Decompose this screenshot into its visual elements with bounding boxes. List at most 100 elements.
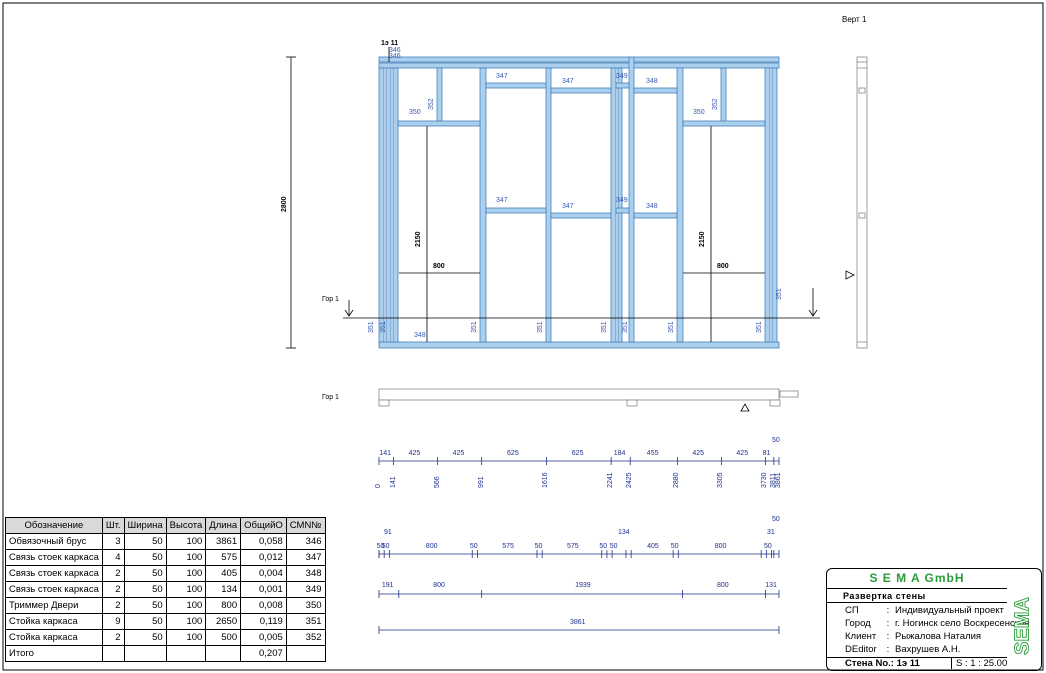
table-cell: 352 [285, 629, 326, 646]
dim-chains [379, 460, 779, 631]
table-cell: 500 [205, 629, 242, 646]
table-cell: 9 [101, 613, 125, 630]
stud-label: 351 [471, 321, 478, 333]
dim-label: 50 [772, 516, 780, 523]
header-label: 350 [693, 109, 705, 116]
dim-label: 425 [736, 450, 749, 457]
stud-label: 351 [601, 321, 608, 333]
table-cell: 350 [285, 597, 326, 614]
top-plate-label: 346 [389, 53, 401, 60]
dim-label: 3861 [569, 619, 586, 626]
col-header: Длина [205, 517, 242, 534]
table-cell: 50 [123, 629, 167, 646]
dim-label: 3861 [775, 472, 782, 488]
stud [771, 67, 778, 343]
wall-frame [378, 56, 780, 349]
table-cell: 405 [205, 565, 242, 582]
table-cell: 50 [123, 597, 167, 614]
block [633, 87, 678, 94]
stud [628, 56, 635, 343]
table-cell: 351 [285, 613, 326, 630]
dim-label: 800 [433, 582, 445, 589]
col-header: СМN№ [285, 517, 326, 534]
table-cell: 575 [205, 549, 242, 566]
table-cell: 349 [285, 581, 326, 598]
stud [392, 67, 399, 343]
dim-label: 134 [618, 529, 630, 536]
dim-label: 625 [571, 450, 584, 457]
table-cell [101, 645, 125, 662]
dim-label: 31 [767, 529, 775, 536]
dim-label: 50 [763, 543, 772, 550]
block-label: 349 [616, 197, 628, 204]
table-cell: 100 [165, 533, 207, 550]
dim-label: 991 [477, 476, 485, 488]
scale-label: S : 1 : 25.00 [951, 658, 1007, 669]
dim-label: 191 [381, 582, 394, 589]
table-cell: 0,058 [240, 533, 287, 550]
dim-label: 800 [714, 543, 727, 550]
table-cell [205, 645, 242, 662]
dim-label: 0 [375, 484, 382, 488]
stud-label-right: 351 [776, 288, 783, 300]
opening-width-label: 800 [433, 263, 445, 270]
opening-height-label: 2150 [415, 231, 422, 247]
gor-label: Гор 1 [322, 394, 339, 401]
block [615, 207, 630, 214]
table-cell: 2 [101, 629, 125, 646]
dim-label: 131 [765, 582, 777, 589]
table-header-row: Обозначение Шт. Ширина Высота Длина Общи… [5, 517, 326, 534]
wall-number: Стена No.: 1э 11 [845, 658, 920, 669]
table-cell: 4 [101, 549, 125, 566]
stud-label: 351 [668, 321, 675, 333]
dim-label: 141 [379, 450, 391, 457]
table-cell: 0,005 [240, 629, 287, 646]
stud-label: 351 [756, 321, 763, 333]
stud [378, 67, 385, 343]
dim-label: 50 [670, 543, 679, 550]
top-plate-1 [378, 56, 780, 63]
plan-section [378, 388, 799, 407]
stud-label: 351 [622, 321, 629, 333]
block-label: 347 [562, 78, 574, 85]
svg-text:SEMA: SEMA [1011, 597, 1033, 655]
dim-label: 2425 [626, 472, 634, 488]
dim-label: 575 [502, 543, 514, 550]
table-cell: 50 [123, 565, 167, 582]
dim-label: 800 [425, 543, 438, 550]
table-cell [123, 645, 167, 662]
header-right [682, 120, 766, 127]
dim-label: 50 [469, 543, 478, 550]
block [550, 87, 612, 94]
col-header: Ширина [123, 517, 167, 534]
title-block: S E M A GmbH Развертка стены СП:Индивиду… [826, 568, 1042, 671]
dim-label: 625 [507, 450, 519, 457]
table-cell: Связь стоек каркаса [5, 581, 103, 598]
drawing-title: Развертка стены [843, 591, 926, 601]
block [485, 82, 547, 89]
table-cell: 134 [205, 581, 242, 598]
stud [610, 67, 617, 343]
dim-label: 566 [433, 476, 441, 488]
table-cell: 100 [165, 565, 207, 582]
table-cell [285, 645, 326, 662]
table-cell: 348 [285, 565, 326, 582]
cripple-label: 352 [712, 98, 719, 110]
table-cell: 3861 [205, 533, 242, 550]
dim-label: 425 [452, 450, 465, 457]
block-label: 349 [616, 73, 628, 80]
table-cell: 800 [205, 597, 242, 614]
col-header: Высота [165, 517, 207, 534]
dim-label: 50 [534, 543, 543, 550]
bottom-plate-label: 348 [414, 332, 426, 339]
block [615, 82, 630, 89]
field-row: СП:Индивидуальный проект [845, 605, 1004, 616]
dim-label: 81 [762, 450, 771, 457]
side-section [856, 56, 868, 349]
stud [545, 67, 552, 343]
table-cell: 0,001 [240, 581, 287, 598]
